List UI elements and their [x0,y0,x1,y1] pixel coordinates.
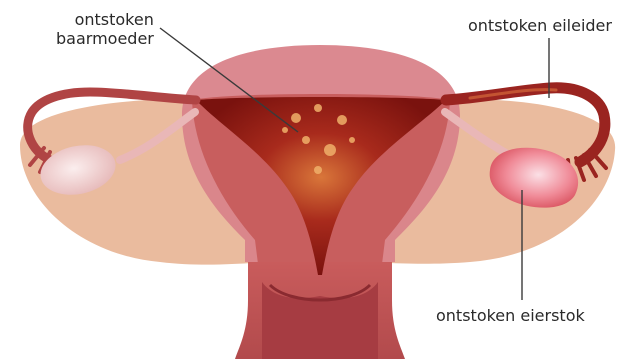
label-inflamed-uterus: ontstoken baarmoeder [56,10,154,48]
label-inflamed-uterus-line2: baarmoeder [56,29,154,48]
label-inflamed-uterus-line1: ontstoken [56,10,154,29]
label-inflamed-fallopian-tube: ontstoken eileider [468,16,612,35]
label-inflamed-ovary: ontstoken eierstok [436,306,585,325]
